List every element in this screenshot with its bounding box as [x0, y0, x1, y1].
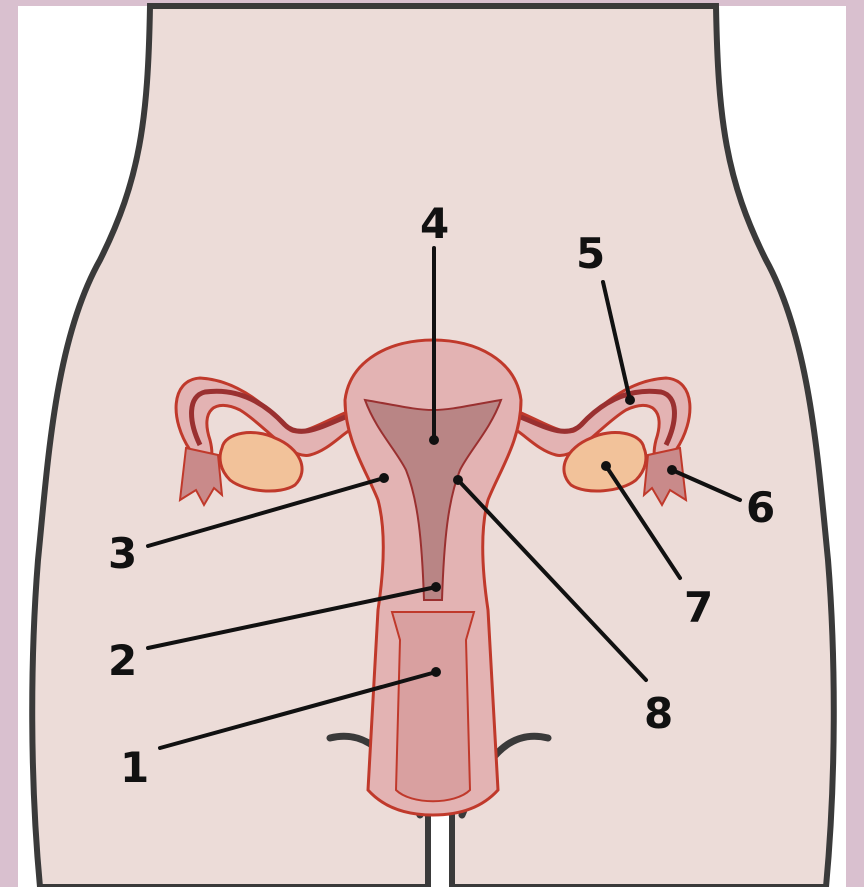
label-1: 1 — [120, 743, 149, 792]
leader-7-dot — [601, 461, 611, 471]
leader-3-dot — [379, 473, 389, 483]
leader-5-dot — [625, 395, 635, 405]
leader-1-dot — [431, 667, 441, 677]
label-4: 4 — [420, 199, 449, 248]
leader-6-dot — [667, 465, 677, 475]
opening-gap — [431, 812, 449, 887]
label-5: 5 — [576, 229, 605, 278]
leader-2-dot — [431, 582, 441, 592]
label-2: 2 — [108, 636, 137, 685]
leader-4-dot — [429, 435, 439, 445]
leader-8-dot — [453, 475, 463, 485]
label-6: 6 — [746, 483, 775, 532]
label-8: 8 — [644, 689, 673, 738]
vaginal-canal — [392, 612, 474, 801]
label-7: 7 — [684, 583, 713, 632]
label-3: 3 — [108, 529, 137, 578]
